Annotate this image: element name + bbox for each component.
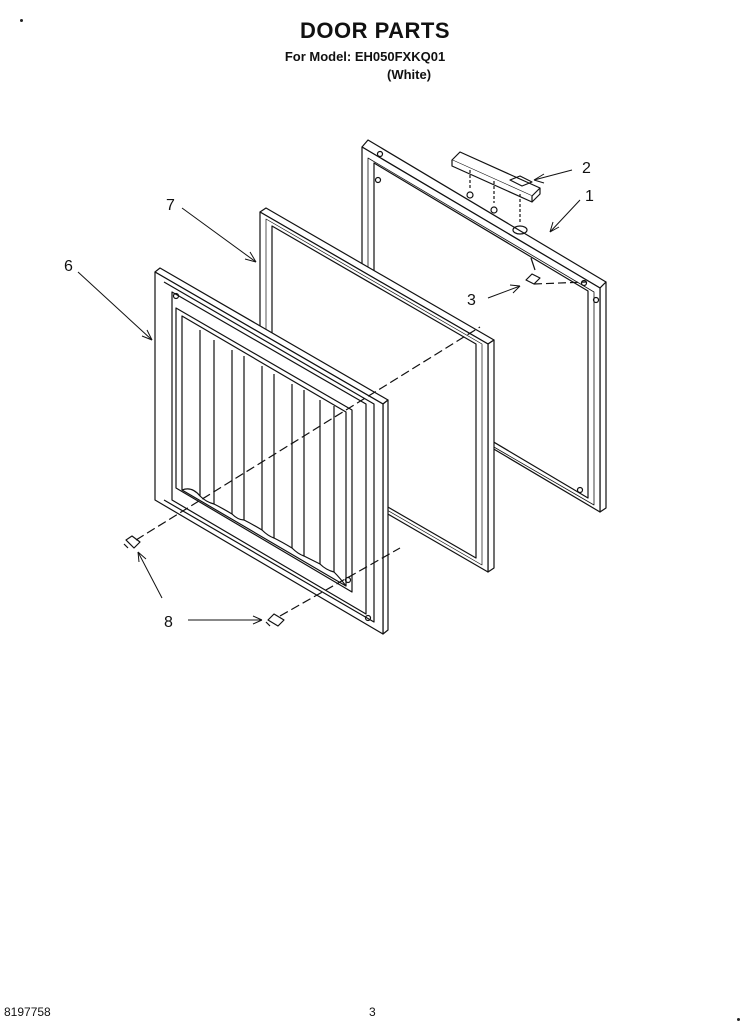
handle-bracket-icon bbox=[451, 151, 541, 222]
page-title: DOOR PARTS bbox=[299, 18, 451, 43]
hinge-pin-icon bbox=[525, 257, 587, 285]
plastic-rivet-icon bbox=[123, 326, 481, 549]
page-number: 3 bbox=[369, 1005, 376, 1019]
callout-part-8: 8 bbox=[164, 614, 173, 631]
callout-part-2: 2 bbox=[582, 160, 591, 177]
scan-speck bbox=[20, 19, 23, 22]
scan-speck bbox=[737, 1018, 740, 1021]
color-variant: (White) bbox=[387, 67, 432, 82]
leader-lines bbox=[77, 169, 581, 625]
document-number: 8197758 bbox=[4, 1005, 51, 1019]
callout-part-7: 7 bbox=[166, 197, 175, 214]
callout-part-3: 3 bbox=[467, 292, 476, 309]
model-line: For Model: EH050FXKQ01 bbox=[284, 49, 446, 64]
door-liner-icon bbox=[154, 267, 389, 635]
callout-part-6: 6 bbox=[64, 258, 73, 275]
plastic-rivet-icon bbox=[265, 547, 401, 627]
callout-part-1: 1 bbox=[585, 188, 594, 205]
